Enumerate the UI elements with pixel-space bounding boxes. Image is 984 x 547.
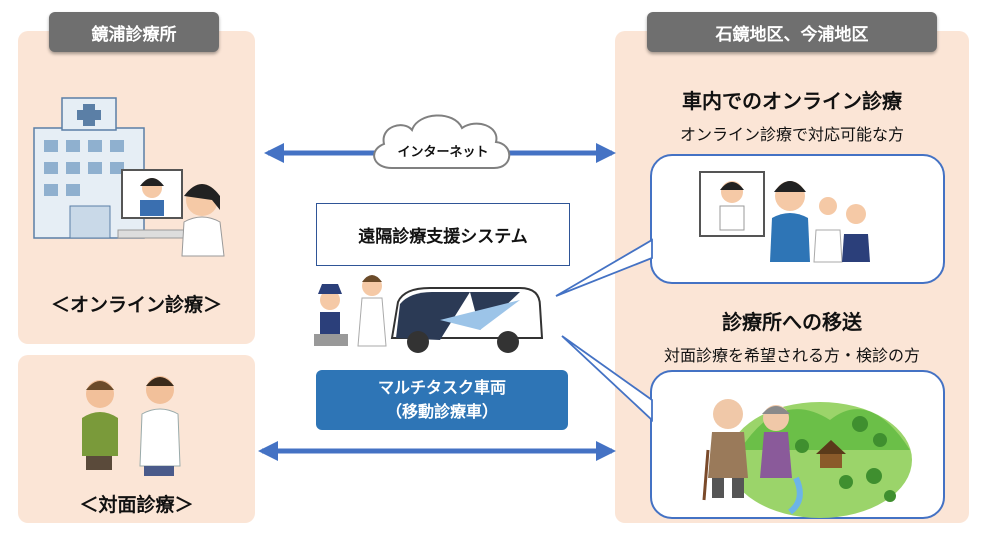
vehicle-online-consultation-icon <box>699 171 870 263</box>
transport-bubble-tail <box>561 335 653 423</box>
clinic-inperson-panel <box>18 355 255 523</box>
rural-elderly-icon <box>702 399 912 518</box>
online-doctor-icon <box>117 169 225 257</box>
cloud-label: インターネット <box>397 145 488 160</box>
vehicle-line1: マルチタスク車両 <box>377 378 506 397</box>
transport-title: 診療所への移送 <box>722 310 862 334</box>
cloud-icon <box>373 114 511 169</box>
inperson-consultation-icon <box>82 376 181 476</box>
clinic-header: 鏡浦診療所 <box>49 12 219 52</box>
district-header: 石鏡地区、今浦地区 <box>647 12 937 52</box>
multitask-vehicle-box: マルチタスク車両 （移動診療車） <box>316 370 568 430</box>
remote-system-box: 遠隔診療支援システム <box>316 203 570 266</box>
online-consultation-caption: ＜オンライン診療＞ <box>50 294 222 316</box>
in-vehicle-online-title: 車内でのオンライン診療 <box>682 89 902 113</box>
in-vehicle-online-subtitle: オンライン診療で対応可能な方 <box>679 125 904 144</box>
driver-nurse-van-icon <box>314 275 544 353</box>
transport-subtitle: 対面診療を希望される方・検診の方 <box>663 346 920 365</box>
online-bubble-tail <box>555 238 653 297</box>
inperson-consultation-caption: ＜対面診療＞ <box>79 494 194 516</box>
vehicle-line2: （移動診療車） <box>385 402 498 421</box>
